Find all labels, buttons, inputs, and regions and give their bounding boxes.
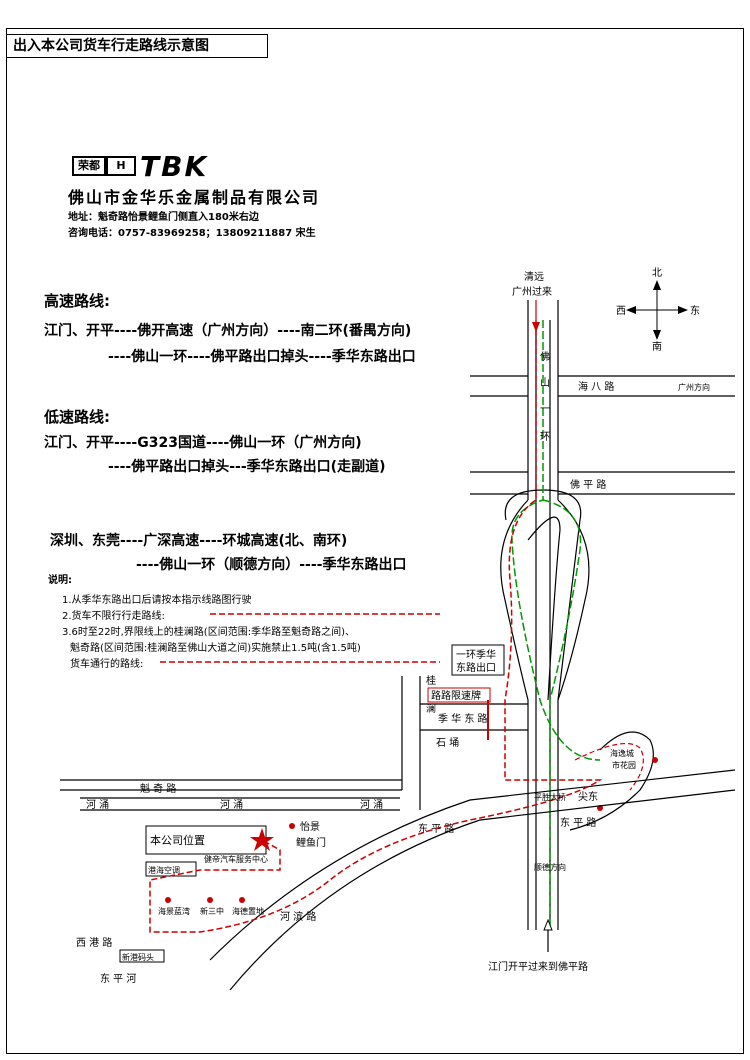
compass-east: 东 xyxy=(690,304,700,317)
haiba-road xyxy=(470,375,735,397)
note-4: 魁奇路(区间范围:桂澜路至佛山大道之间)实施禁止1.5吨(含1.5吨) xyxy=(70,643,361,654)
brand-logo-tbk: TBK xyxy=(140,150,209,183)
road-label-hebin: 河 滨 路 xyxy=(280,910,316,923)
label-haiyi-2: 市花园 xyxy=(612,760,636,770)
label-gangqiao: 港海空调 xyxy=(148,865,180,875)
company-phone: 咨询电话：0757-83969258；13809211887 宋生 xyxy=(68,228,316,239)
road-label-jihua: 季 华 东 路 xyxy=(438,712,488,725)
label-shiyong: 石 埇 xyxy=(436,737,459,749)
note-3: 3.6时至22时,界限线上的桂澜路(区间范围:季华路至魁奇路之间)、 xyxy=(62,627,355,638)
compass-west: 西 xyxy=(616,306,626,317)
label-yijing: 怡景 xyxy=(300,820,320,833)
brand-logo-symbol: H xyxy=(106,156,136,176)
label-jiandong: 尖东 xyxy=(578,790,598,803)
highway-line-1: 江门、开平----佛开高速（广州方向）----南二环(番禺方向) xyxy=(44,323,412,339)
note-5: 货车通行的路线: xyxy=(70,659,144,670)
exit-box-line-1: 一环季华 xyxy=(456,648,496,661)
note-2: 2.货车不限行行走路线: xyxy=(62,611,165,622)
red-truck-route xyxy=(149,330,603,933)
lowspeed-line-2: ----佛平路出口掉头---季华东路出口(走副道) xyxy=(108,459,386,475)
ring-road-char-3: 一 xyxy=(540,404,550,415)
river-label-3: 河 涌 xyxy=(360,799,383,811)
highway-title: 高速路线: xyxy=(44,292,110,310)
label-foshan-ave: 平胜大桥 xyxy=(534,792,566,802)
road-label-dongping-east: 东 平 路 xyxy=(560,816,596,829)
page-title: 出入本公司货车行走路线示意图 xyxy=(6,34,268,58)
highway-line-2: ----佛山一环----佛平路出口掉头----季华东路出口 xyxy=(108,349,416,365)
label-jiexiang: 健帝汽车服务中心 xyxy=(204,854,268,864)
note-1: 1.从季华东路出口后请按本指示线路图行驶 xyxy=(62,595,252,606)
company-address: 地址：魁奇路怡景鲤鱼门侧直入180米右边 xyxy=(68,212,259,223)
label-haijing: 海景蓝湾 xyxy=(158,906,190,916)
label-shunde-dir: 顺德方向 xyxy=(534,862,566,872)
shenzhen-line-1: 深圳、东莞----广深高速----环城高速(北、南环) xyxy=(50,533,348,549)
label-xinsanzhong: 新三中 xyxy=(200,906,224,916)
label-haiyi: 海逸城 xyxy=(610,748,634,758)
company-name: 佛山市金华乐金属制品有限公司 xyxy=(68,188,321,207)
ring-road-char-1: 佛 xyxy=(540,350,550,363)
label-qingyuan: 清远 xyxy=(524,270,544,283)
road-label-kuiqi: 魁 奇 路 xyxy=(140,782,176,795)
compass-north: 北 xyxy=(652,267,662,279)
river-label-dongping: 东 平 河 xyxy=(100,972,136,985)
label-our-location: 本公司位置 xyxy=(150,833,205,847)
label-xingang: 新港码头 xyxy=(122,952,154,962)
speed-sign-label: 路路限速牌 xyxy=(431,689,481,702)
notes-title: 说明: xyxy=(48,575,72,586)
lowspeed-title: 低速路线: xyxy=(44,408,110,426)
label-jiangmen-come: 江门开平过来到佛平路 xyxy=(488,960,588,973)
shenzhen-line-2: ----佛山一环（顺德方向）----季华东路出口 xyxy=(136,557,407,573)
compass-south: 南 xyxy=(652,340,662,353)
foping-road xyxy=(470,471,735,495)
road-label-xigang: 西 港 路 xyxy=(76,936,112,949)
green-route-2 xyxy=(542,499,582,930)
label-guangzhou-pass: 广州过来 xyxy=(512,285,552,298)
road-label-guilan-2: 澜 xyxy=(426,703,436,715)
compass-rose xyxy=(626,280,688,340)
exit-box-line-2: 东路出口 xyxy=(456,661,496,674)
road-label-guangzhou-dir: 广州方向 xyxy=(678,382,710,392)
river-label-1: 河 涌 xyxy=(86,799,109,811)
page-frame xyxy=(6,28,744,1054)
road-label-foping: 佛 平 路 xyxy=(570,478,606,491)
label-haide: 海德置地 xyxy=(232,906,264,916)
ring-road xyxy=(500,300,590,930)
road-label-guilan-1: 桂 xyxy=(426,674,436,687)
brand-logo-cn: 荣都 xyxy=(72,156,106,176)
road-label-haiba: 海 八 路 xyxy=(578,380,614,393)
river-label-2: 河 涌 xyxy=(220,799,243,811)
ring-road-char-2: 山 xyxy=(540,377,550,389)
green-route xyxy=(511,320,601,761)
lowspeed-line-1: 江门、开平----G323国道----佛山一环（广州方向) xyxy=(44,435,362,451)
ring-road-char-4: 环 xyxy=(540,432,550,443)
company-star-icon xyxy=(250,828,274,851)
label-liyumen: 鲤鱼门 xyxy=(296,836,326,849)
